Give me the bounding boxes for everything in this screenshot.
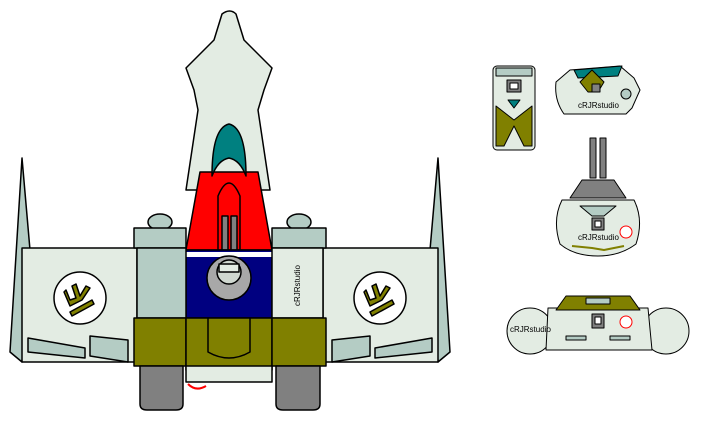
right-olive-block	[271, 317, 327, 367]
ship-rear-view: cRJRstudio	[506, 295, 690, 355]
turret-window	[218, 263, 240, 273]
watermark-side-view: cRJRstudio	[578, 101, 619, 110]
ship-front-view: cRJRstudio	[556, 137, 640, 257]
right-engine-pod	[271, 247, 324, 319]
right-wing-emblem	[353, 271, 407, 325]
left-wing-lower-panel	[27, 337, 86, 359]
left-exhaust	[139, 365, 184, 411]
cockpit-outline	[217, 182, 241, 250]
ship-side-small-view: cRJRstudio	[555, 65, 641, 115]
right-wing-lower-panel-2	[331, 335, 371, 363]
red-cross-emblem-icon	[619, 315, 633, 329]
cannon-right	[230, 215, 238, 251]
right-engine-pod-top	[271, 227, 327, 249]
right-wing-lower-panel	[374, 337, 433, 359]
left-engine-pod	[136, 247, 187, 319]
ship-nose	[185, 10, 273, 191]
teal-canopy	[211, 123, 247, 177]
left-wing-emblem	[53, 271, 107, 325]
left-engine-pod-top	[133, 227, 187, 249]
watermark-front-view: cRJRstudio	[578, 233, 619, 242]
psi-emblem-icon	[63, 283, 95, 317]
red-cross-emblem-icon	[619, 225, 633, 239]
watermark-rear-view: cRJRstudio	[510, 325, 551, 334]
psi-emblem-icon	[363, 283, 395, 317]
left-wing-lower-panel-2	[89, 335, 129, 363]
side-view-port	[620, 88, 632, 100]
hatch-outline	[207, 318, 251, 359]
rear-hull-plate	[185, 365, 273, 383]
left-olive-block	[133, 317, 187, 367]
cannon-left	[221, 215, 229, 251]
center-olive-block	[185, 317, 273, 371]
ship-front-small-view	[492, 65, 536, 151]
red-thruster-glow	[187, 383, 207, 390]
watermark-top-view: cRJRstudio	[293, 265, 302, 306]
white-stripe	[186, 252, 272, 257]
ship-top-view: cRJRstudio	[9, 10, 451, 411]
right-exhaust	[275, 365, 321, 411]
